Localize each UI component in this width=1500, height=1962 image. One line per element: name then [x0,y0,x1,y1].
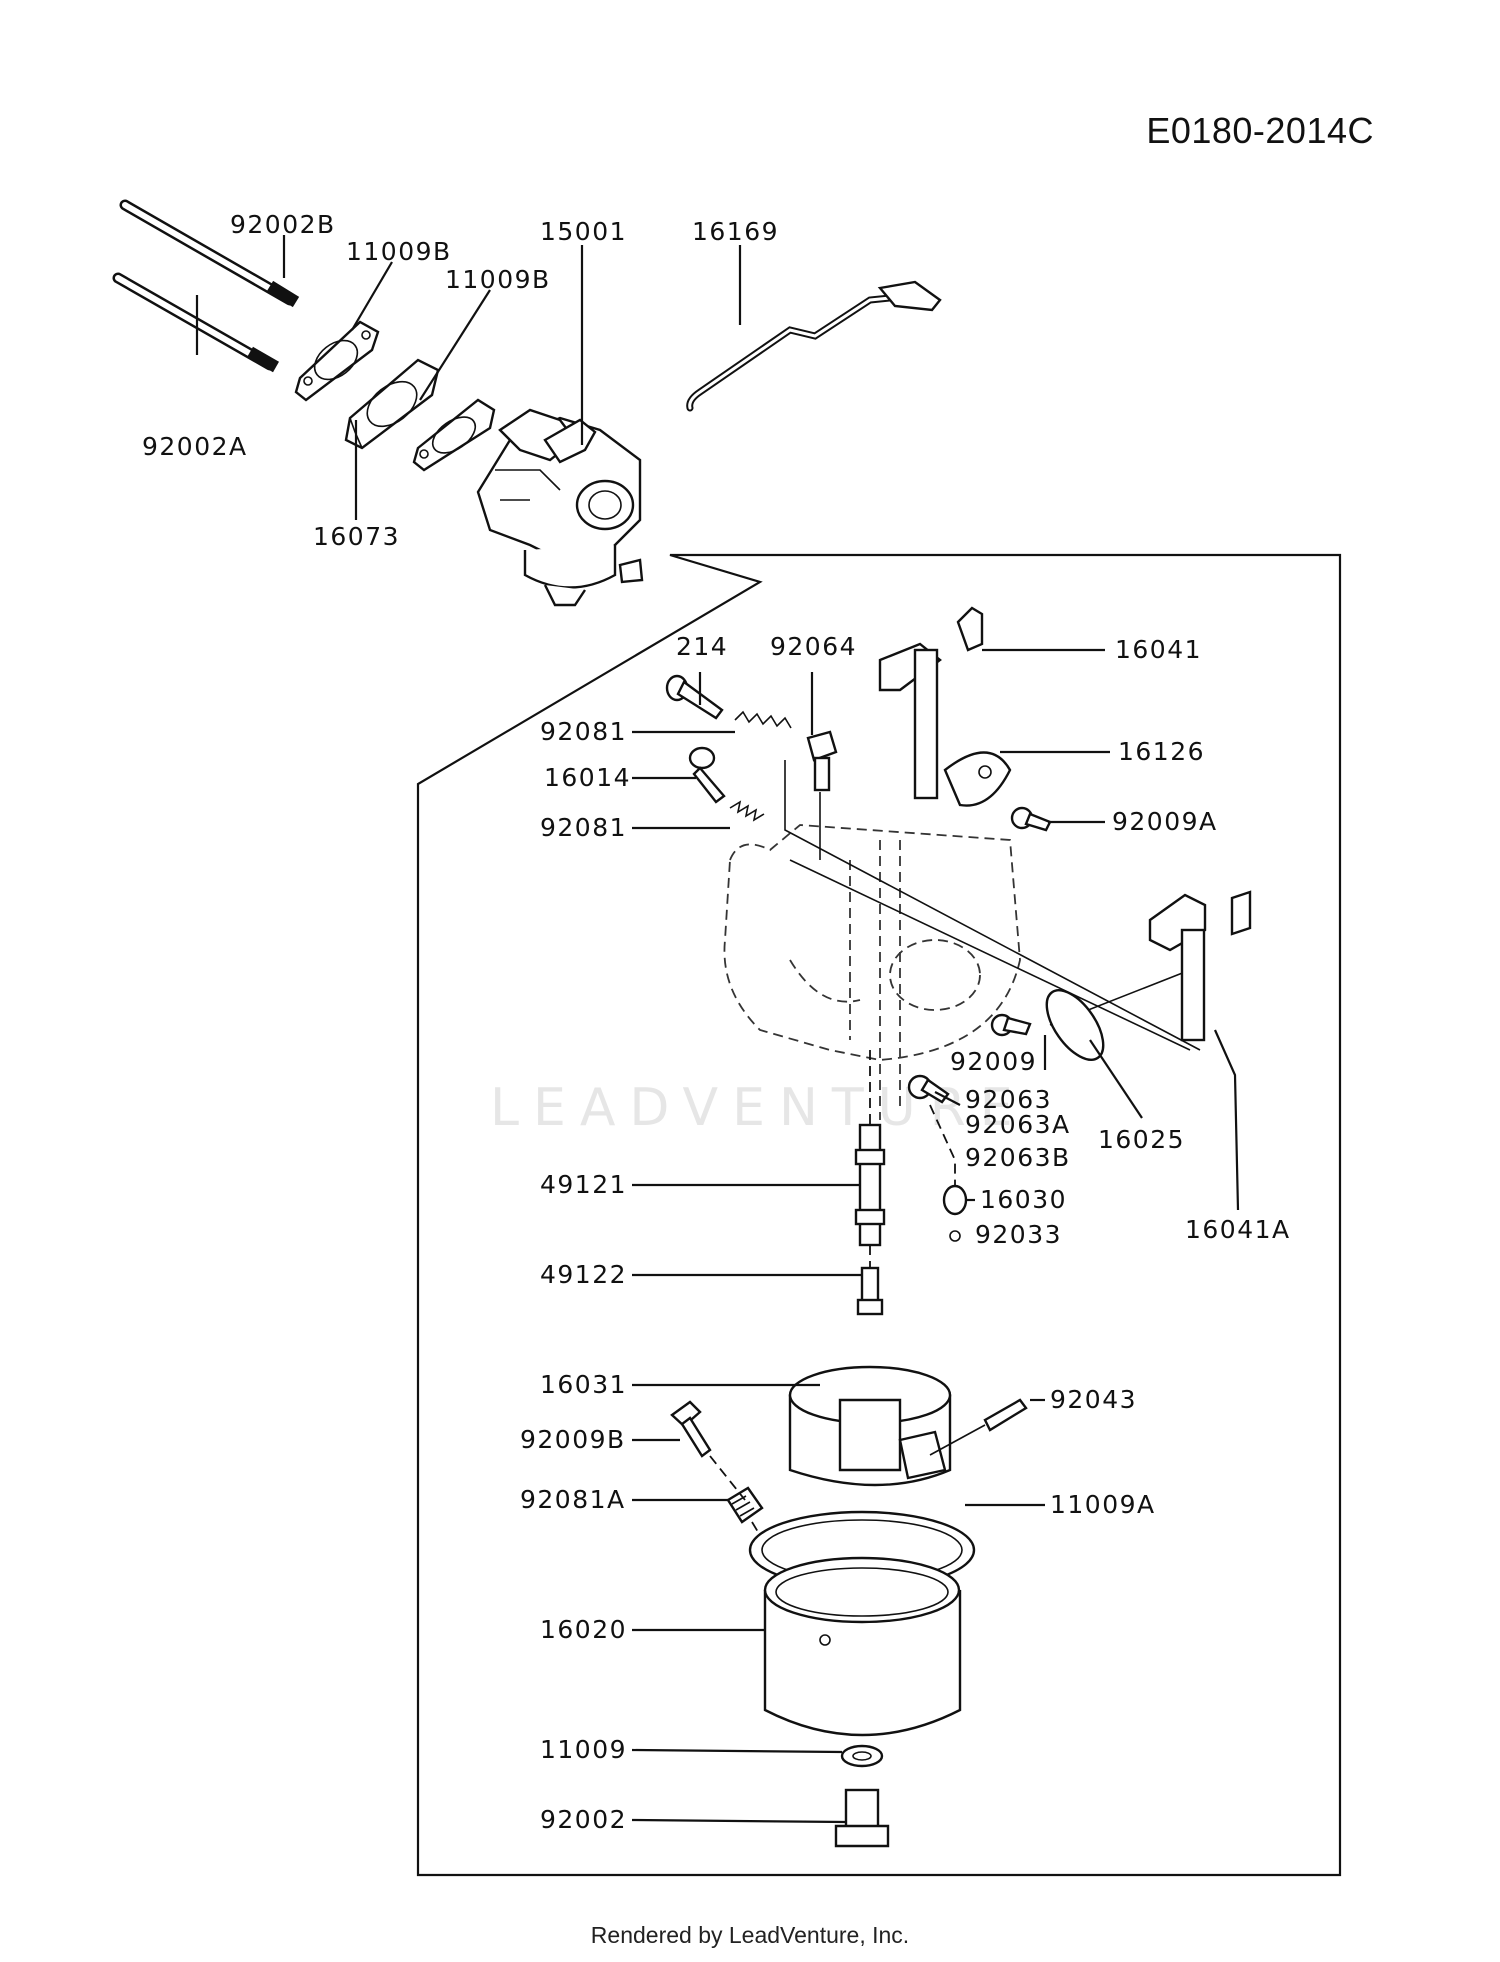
shaft-16041A [1148,890,1252,1042]
screw-92009B [670,1400,712,1458]
guide-line-3 [784,760,1201,1051]
plate-16126 [943,751,1012,807]
screw-16014 [688,746,726,804]
part-92033 [949,1230,961,1242]
label-16041: 16041 [1115,635,1202,664]
label-11009: 11009 [540,1735,627,1764]
label-92081-upper: 92081 [540,717,627,746]
spring-92081-lower [729,800,765,822]
spring-92081-upper [734,710,792,729]
label-92063: 92063 [965,1085,1052,1114]
label-49122: 49122 [540,1260,627,1289]
screw-92009A [1010,806,1052,832]
label-16073: 16073 [313,522,400,551]
pin-92064 [806,730,838,792]
screw-92009 [990,1013,1032,1037]
label-92063B: 92063B [965,1143,1071,1172]
label-92002: 92002 [540,1805,627,1834]
stud-92002A [112,272,279,373]
label-16031: 16031 [540,1370,627,1399]
stud-92002B [119,199,300,308]
insulator-16073 [344,358,440,450]
diagram-code: E0180-2014C [1146,110,1374,151]
label-92033: 92033 [975,1220,1062,1249]
label-16126: 16126 [1118,737,1205,766]
screw-92063 [907,1074,950,1104]
label-15001: 15001 [540,217,627,246]
oring-16030 [942,1184,968,1216]
tube-49121 [854,1123,886,1247]
label-11009A: 11009A [1050,1490,1156,1519]
shaft-16041 [878,606,984,800]
label-16169: 16169 [692,217,779,246]
spring-92081A [726,1486,764,1524]
screw-214 [665,674,724,720]
bolt-92002 [834,1788,890,1848]
label-92081A: 92081A [520,1485,626,1514]
guide-line [789,859,1191,1051]
label-92009B: 92009B [520,1425,626,1454]
plate-16025 [1045,989,1105,1061]
bowl-16020 [763,1556,962,1737]
label-11009B-right: 11009B [445,265,551,294]
throttle-link-16169 [686,280,942,412]
label-92063A: 92063A [965,1110,1071,1139]
label-92081-lower: 92081 [540,813,627,842]
label-92002B: 92002B [230,210,336,239]
pin-92043 [929,1398,1028,1456]
gasket-11009B-left [294,320,380,402]
footer-credit: Rendered by LeadVenture, Inc. [590,1922,910,1948]
label-92009A: 92009A [1112,807,1218,836]
label-92064: 92064 [770,632,857,661]
jet-49122 [856,1266,884,1316]
label-92009: 92009 [950,1047,1037,1076]
carburetor-body [723,824,1021,1120]
detail-frame [416,553,1342,1877]
label-16025: 16025 [1098,1125,1185,1154]
label-49121: 49121 [540,1170,627,1199]
washer-11009 [840,1744,884,1768]
label-11009B-left: 11009B [346,237,452,266]
label-16030: 16030 [980,1185,1067,1214]
label-16020: 16020 [540,1615,627,1644]
carburetor-assembly-15001 [476,408,644,607]
label-214: 214 [676,632,728,661]
gasket-11009B-right [412,398,496,472]
float-16031 [788,1365,952,1487]
label-16014: 16014 [544,763,631,792]
label-16041A: 16041A [1185,1215,1291,1244]
label-92002A: 92002A [142,432,248,461]
label-92043: 92043 [1050,1385,1137,1414]
